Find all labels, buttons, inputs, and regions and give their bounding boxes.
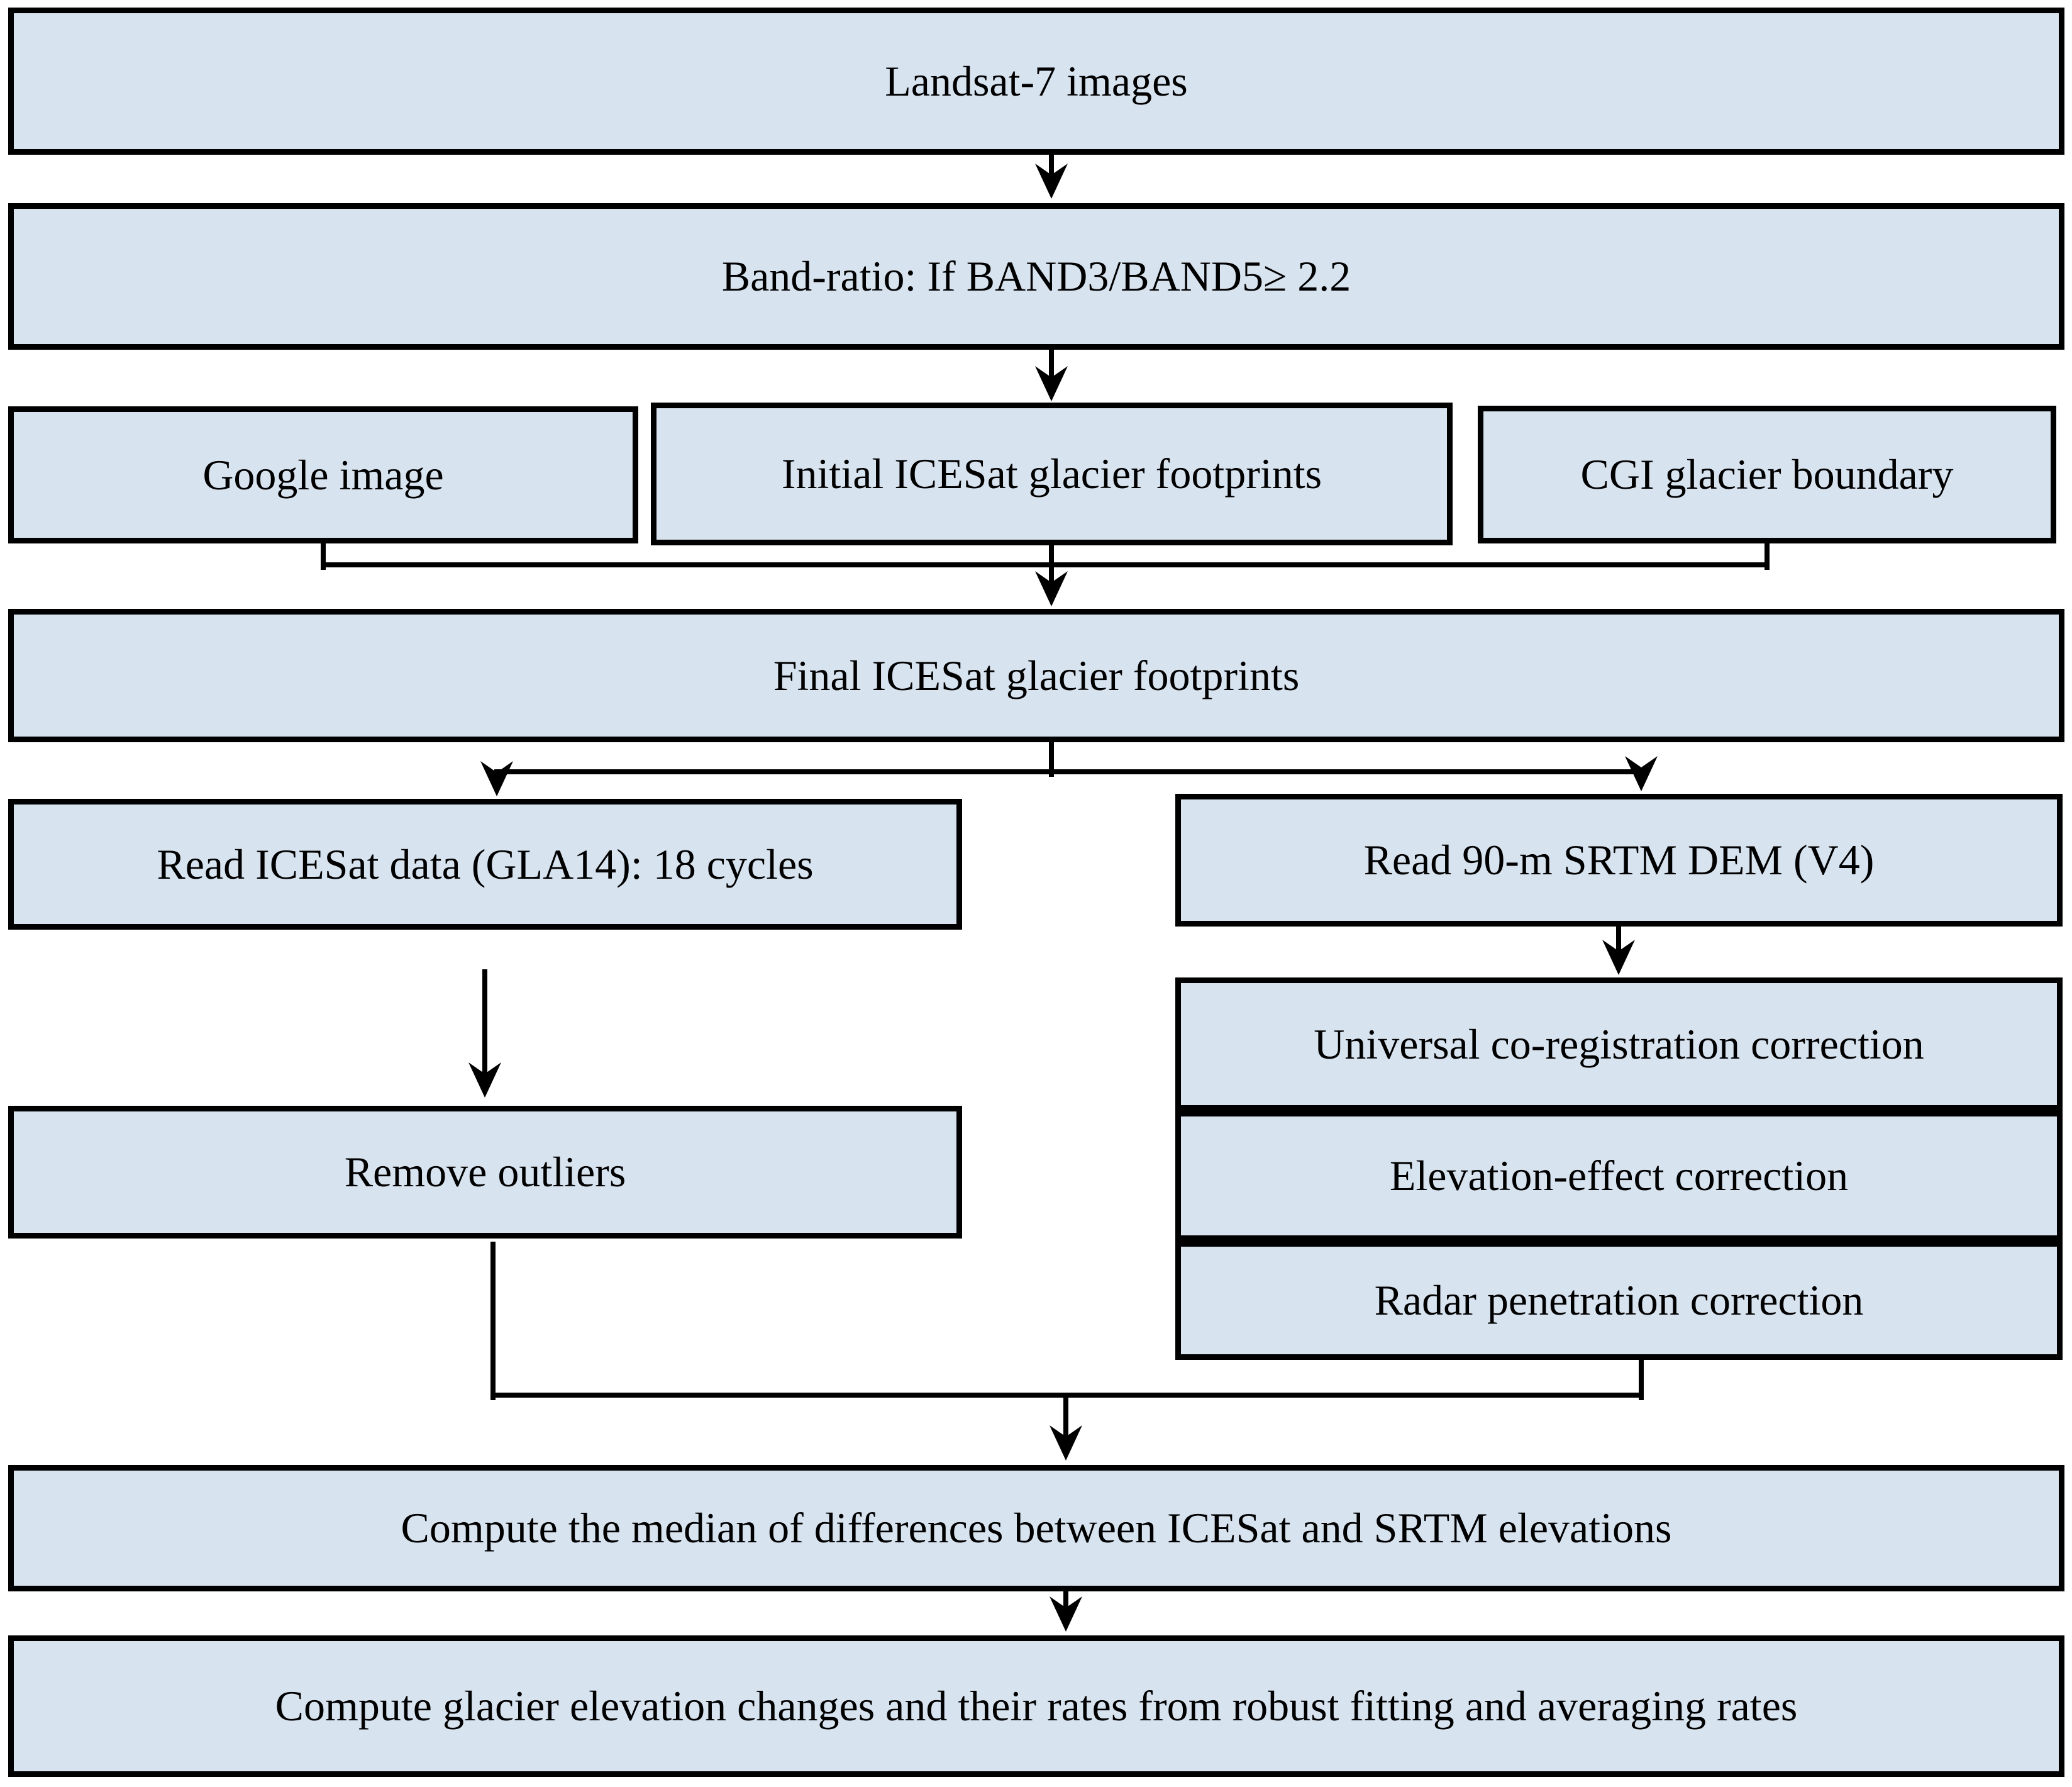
arrowhead-down-icon bbox=[480, 761, 513, 796]
node-elevation-effect: Elevation-effect correction bbox=[1175, 1111, 2063, 1241]
node-radar-penetration: Radar penetration correction bbox=[1175, 1241, 2063, 1360]
node-initial-icesat-footprints: Initial ICESat glacier footprints bbox=[651, 403, 1453, 545]
node-radar-penetration-label: Radar penetration correction bbox=[1374, 1276, 1864, 1325]
node-read-icesat-data: Read ICESat data (GLA14): 18 cycles bbox=[8, 799, 962, 930]
node-universal-coregistration: Universal co-registration correction bbox=[1175, 977, 2063, 1111]
node-compute-rates: Compute glacier elevation changes and th… bbox=[8, 1635, 2064, 1777]
node-compute-median-label: Compute the median of differences betwee… bbox=[401, 1504, 1672, 1552]
node-landsat-images: Landsat-7 images bbox=[8, 8, 2064, 155]
node-landsat-images-label: Landsat-7 images bbox=[885, 57, 1188, 105]
node-cgi-glacier-boundary-label: CGI glacier boundary bbox=[1580, 450, 1954, 499]
arrowhead-down-icon bbox=[1050, 1425, 1082, 1461]
node-read-srtm-dem: Read 90-m SRTM DEM (V4) bbox=[1175, 794, 2063, 927]
node-remove-outliers-label: Remove outliers bbox=[344, 1148, 626, 1196]
node-band-ratio: Band-ratio: If BAND3/BAND5≥ 2.2 bbox=[8, 203, 2064, 350]
arrowhead-down-icon bbox=[1035, 164, 1068, 199]
node-read-icesat-data-label: Read ICESat data (GLA14): 18 cycles bbox=[157, 840, 814, 888]
node-google-image: Google image bbox=[8, 406, 638, 543]
node-cgi-glacier-boundary: CGI glacier boundary bbox=[1478, 406, 2056, 543]
arrowhead-down-icon bbox=[1035, 571, 1068, 606]
node-final-icesat-footprints: Final ICESat glacier footprints bbox=[8, 609, 2064, 742]
arrowhead-down-icon bbox=[1050, 1596, 1082, 1632]
node-compute-rates-label: Compute glacier elevation changes and th… bbox=[275, 1682, 1798, 1730]
node-google-image-label: Google image bbox=[202, 450, 444, 499]
node-elevation-effect-label: Elevation-effect correction bbox=[1389, 1152, 1849, 1200]
arrowhead-down-icon bbox=[1602, 940, 1635, 975]
node-compute-median: Compute the median of differences betwee… bbox=[8, 1465, 2064, 1591]
node-read-srtm-dem-label: Read 90-m SRTM DEM (V4) bbox=[1363, 836, 1875, 884]
node-band-ratio-label: Band-ratio: If BAND3/BAND5≥ 2.2 bbox=[721, 252, 1351, 301]
node-final-icesat-footprints-label: Final ICESat glacier footprints bbox=[773, 651, 1300, 699]
node-remove-outliers: Remove outliers bbox=[8, 1106, 962, 1239]
node-initial-icesat-footprints-label: Initial ICESat glacier footprints bbox=[781, 450, 1322, 498]
arrowhead-down-icon bbox=[1625, 756, 1658, 791]
node-universal-coregistration-label: Universal co-registration correction bbox=[1314, 1020, 1924, 1068]
arrowhead-down-icon bbox=[468, 1062, 501, 1098]
arrowhead-down-icon bbox=[1035, 366, 1068, 401]
